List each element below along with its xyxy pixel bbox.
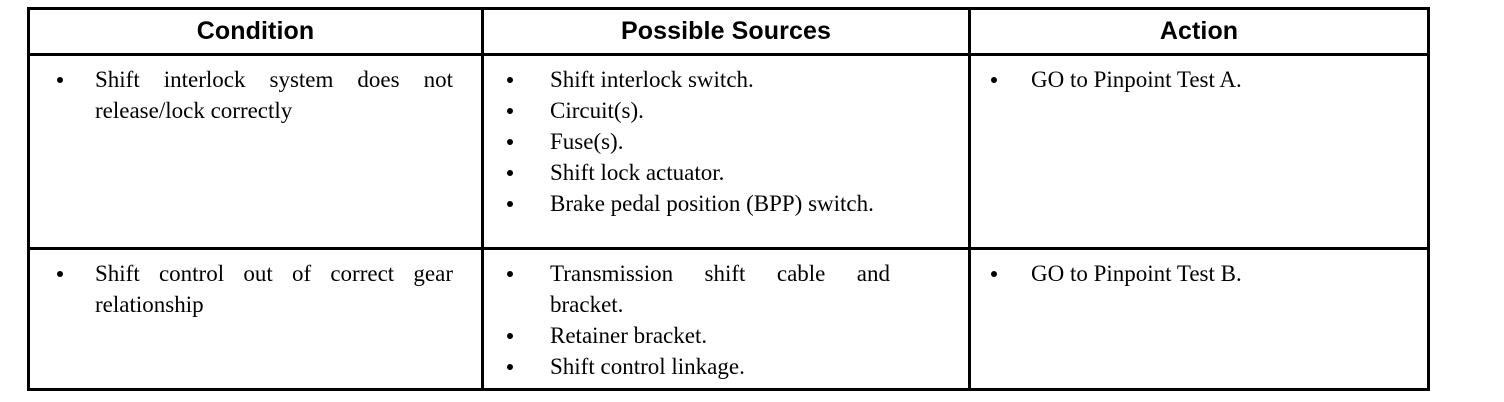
- list-item-text: Brake pedal position (BPP) switch.: [550, 191, 874, 216]
- list-item: Shift interlock system does not release/…: [43, 64, 471, 126]
- list-item-text: Transmission shift cable and bracket.: [550, 261, 890, 317]
- list-item: GO to Pinpoint Test A.: [983, 64, 1417, 95]
- list-item-text: Shift interlock system does not release/…: [95, 67, 453, 123]
- list-item: Shift interlock switch.: [497, 64, 958, 95]
- list-item: Shift control out of correct gear relati…: [43, 258, 471, 320]
- possible-sources-list: Transmission shift cable and bracket. Re…: [497, 258, 958, 382]
- possible-sources-list: Shift interlock switch. Circuit(s). Fuse…: [497, 64, 958, 219]
- list-item-text: Shift control out of correct gear relati…: [95, 261, 453, 317]
- column-header-condition-label: Condition: [196, 17, 315, 45]
- cell-possible-sources: Shift interlock switch. Circuit(s). Fuse…: [481, 53, 971, 250]
- list-item-text: GO to Pinpoint Test A.: [1031, 67, 1242, 92]
- list-item-text: Shift control linkage.: [550, 354, 745, 379]
- list-item: Shift lock actuator.: [497, 157, 958, 188]
- cell-condition: Shift interlock system does not release/…: [27, 53, 484, 250]
- list-item-text: Shift interlock switch.: [550, 67, 754, 92]
- condition-list: Shift control out of correct gear relati…: [43, 258, 471, 320]
- cell-action: GO to Pinpoint Test A.: [968, 53, 1430, 250]
- list-item-text: Shift lock actuator.: [550, 160, 725, 185]
- list-item: Brake pedal position (BPP) switch.: [497, 188, 958, 219]
- cell-possible-sources: Transmission shift cable and bracket. Re…: [481, 247, 971, 391]
- list-item: Retainer bracket.: [497, 320, 958, 351]
- condition-list: Shift interlock system does not release/…: [43, 64, 471, 126]
- diagnostic-table: Condition Possible Sources Action Shift: [27, 7, 1430, 391]
- list-item-text: GO to Pinpoint Test B.: [1031, 261, 1242, 286]
- list-item: Fuse(s).: [497, 126, 958, 157]
- list-item: Shift control linkage.: [497, 351, 958, 382]
- list-item: GO to Pinpoint Test B.: [983, 258, 1417, 289]
- table-row: Shift interlock system does not release/…: [27, 53, 1430, 250]
- cell-action: GO to Pinpoint Test B.: [968, 247, 1430, 391]
- list-item-text: Fuse(s).: [550, 129, 624, 154]
- action-list: GO to Pinpoint Test B.: [983, 258, 1417, 289]
- list-item: Transmission shift cable and bracket.: [497, 258, 958, 320]
- table-header-row: Condition Possible Sources Action: [27, 7, 1430, 56]
- list-item-text: Circuit(s).: [550, 98, 644, 123]
- list-item: Circuit(s).: [497, 95, 958, 126]
- column-header-action-label: Action: [1159, 17, 1239, 45]
- cell-condition: Shift control out of correct gear relati…: [27, 247, 484, 391]
- column-header-possible-sources: Possible Sources: [481, 7, 971, 56]
- column-header-condition: Condition: [27, 7, 484, 56]
- column-header-action: Action: [968, 7, 1430, 56]
- table-row: Shift control out of correct gear relati…: [27, 247, 1430, 391]
- column-header-possible-sources-label: Possible Sources: [620, 17, 832, 45]
- list-item-text: Retainer bracket.: [550, 323, 708, 348]
- action-list: GO to Pinpoint Test A.: [983, 64, 1417, 95]
